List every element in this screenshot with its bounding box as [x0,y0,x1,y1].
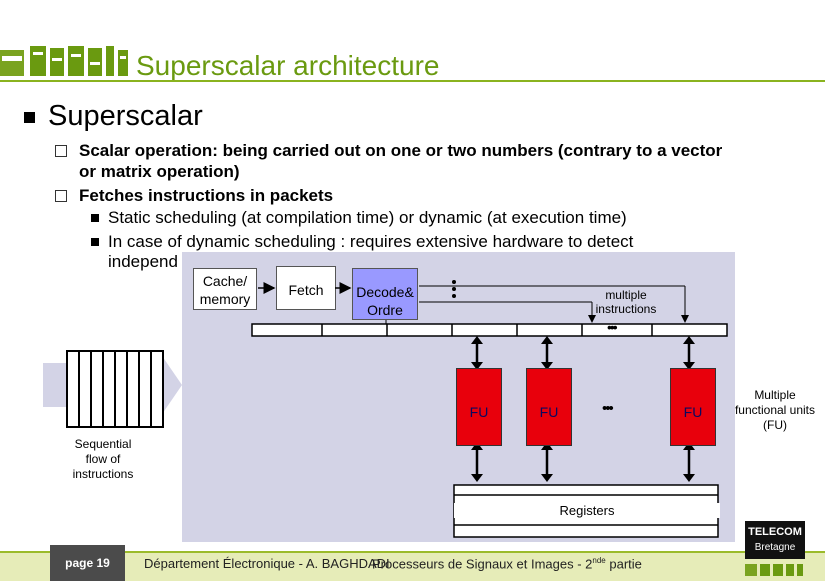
fu-box-1: FU [456,368,502,446]
sub-bullet-dynamic-line2: independ [108,252,178,271]
fu-label: FU [469,404,489,420]
hollow-bullet-icon [55,145,67,157]
brand-line1: TELECOM [748,526,802,538]
multiple-fu-label-1: Multiple [754,388,796,402]
buffer-dots: ••• [607,319,618,335]
heading-bullet-icon [24,112,35,123]
fu-label: FU [683,404,703,420]
footer-course: Processeurs de Signaux et Images - 2nde … [372,556,642,572]
cache-label: Cache/ [202,273,248,289]
fu-dots: ••• [602,400,614,417]
header-divider [0,80,825,82]
memory-label: memory [199,291,251,307]
ordre-label: Ordre [367,302,403,318]
telecom-bretagne-logo: TELECOM Bretagne [745,521,805,559]
page-number: page 19 [50,545,125,581]
instructions-label: instructions [595,302,657,316]
sub-bullet-scheduling: Static scheduling (at compilation time) … [108,208,627,227]
hollow-bullet-icon [55,190,67,202]
pipeline-connections [251,280,728,538]
page-title: Superscalar architecture [136,50,440,81]
multiple-fu-label-2: functional units [734,403,816,417]
fetch-label: Fetch [288,282,324,298]
square-bullet-icon [91,214,99,222]
fu-box-n: FU [670,368,716,446]
slide-heading: Superscalar [48,100,203,132]
bullet-scalar-line2: or matrix operation) [79,162,240,181]
decode-box: Decode& Ordre [352,268,418,320]
sequential-label-2: flow of [85,452,121,466]
footer-emblem-icon [745,564,803,576]
registers-label: Registers [454,503,720,518]
footer-bar [0,551,825,581]
square-bullet-icon [91,238,99,246]
multiple-label: multiple [605,288,647,302]
brand-line2: Bretagne [754,542,796,553]
footer-department: Département Électronique - A. BAGHDADI [144,556,390,571]
decode-label: Decode& [356,284,414,300]
multiple-fu-label-3: (FU) [763,418,787,432]
school-logo-icon [0,44,132,80]
bullet-fetches: Fetches instructions in packets [79,186,334,205]
instruction-queue-icon [66,350,164,428]
fu-box-2: FU [526,368,572,446]
cache-memory-box: Cache/ memory [193,268,257,310]
fu-label: FU [539,404,559,420]
sub-bullet-dynamic-line1: In case of dynamic scheduling : requires… [108,232,634,251]
sequential-label-3: instructions [72,467,134,481]
bullet-scalar-line1: Scalar operation: being carried out on o… [79,141,723,160]
sequential-label-1: Sequential [74,437,132,451]
